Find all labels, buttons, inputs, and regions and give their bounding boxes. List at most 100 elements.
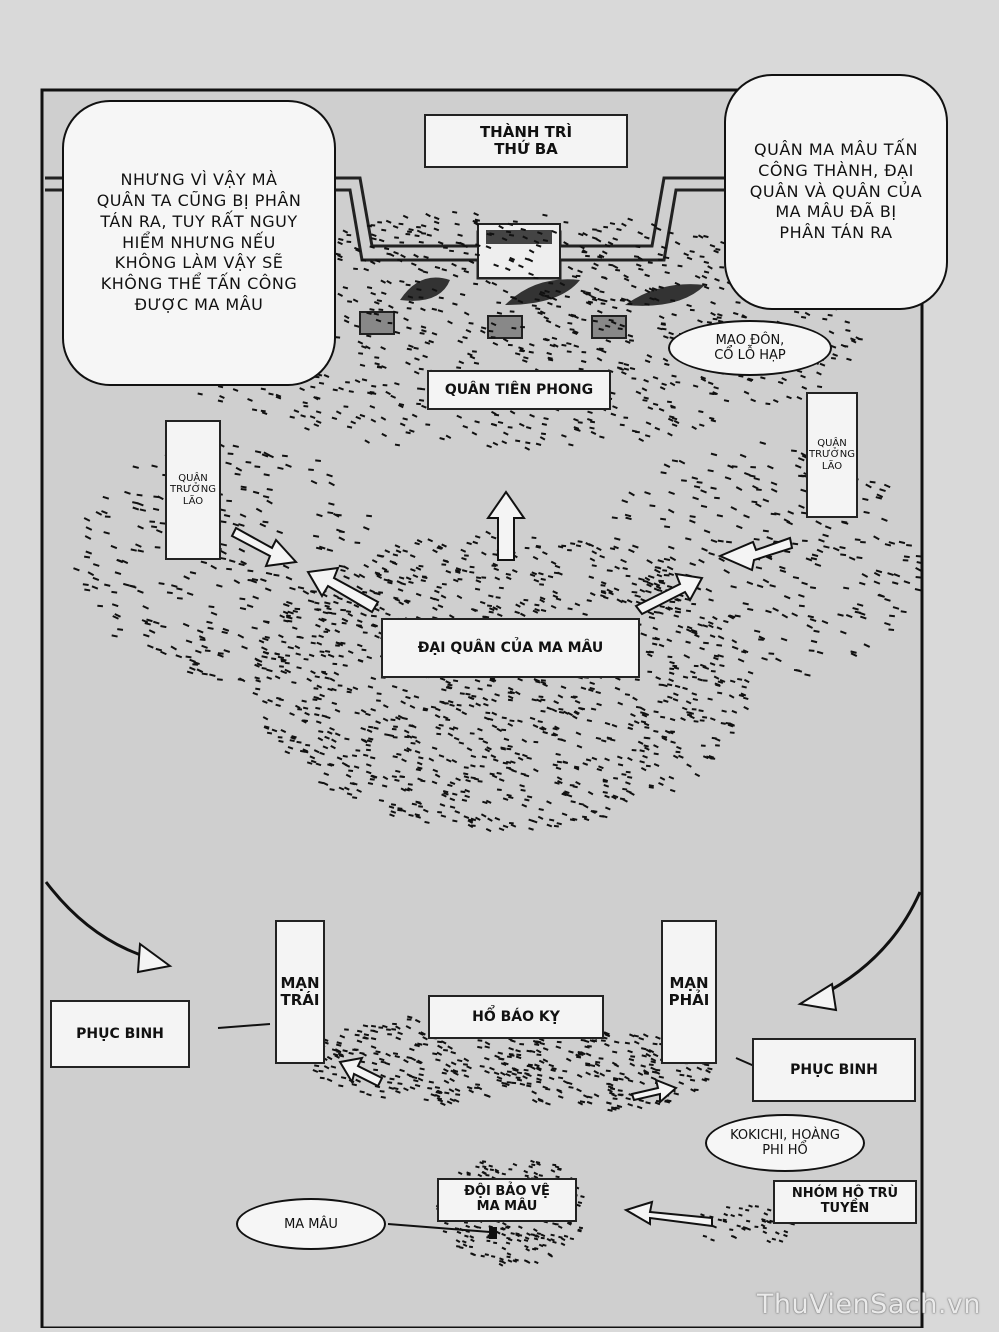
troop-mark [845, 330, 850, 331]
troop-mark [515, 440, 520, 441]
troop-mark [711, 1239, 715, 1240]
troop-mark [458, 579, 463, 580]
troop-mark [264, 474, 270, 475]
elder-left-label: QUÂN TRƯỞNG LÃO [165, 420, 221, 560]
troop-mark [669, 602, 675, 603]
troop-mark [578, 1054, 583, 1055]
troop-mark [774, 513, 780, 514]
troop-mark [667, 402, 672, 403]
troop-mark [517, 720, 522, 721]
troop-mark [663, 700, 668, 701]
troop-mark [692, 677, 697, 678]
troop-mark [704, 262, 709, 263]
troop-mark [439, 298, 444, 299]
troop-mark [690, 251, 695, 252]
troop-mark [548, 576, 553, 577]
troop-mark [313, 699, 318, 700]
elder-right-label: QUÂN TRƯỞNG LÃO [806, 392, 858, 518]
troop-mark [468, 820, 473, 821]
troop-mark [392, 776, 397, 777]
troop-mark [480, 766, 485, 767]
troop-mark [276, 705, 281, 706]
troop-mark [486, 1175, 490, 1176]
bubble-ma-mau: MA MÂU [236, 1198, 386, 1250]
troop-mark [442, 584, 447, 585]
troop-mark [489, 1166, 493, 1167]
troop-mark [658, 701, 663, 702]
troop-mark [864, 512, 870, 513]
troop-mark [507, 795, 512, 796]
troop-mark [367, 287, 372, 288]
troop-mark [590, 1065, 595, 1066]
troop-mark [516, 1050, 521, 1051]
troop-mark [619, 1079, 624, 1080]
troop-mark [464, 253, 469, 254]
troop-mark [658, 254, 663, 255]
troop-mark [352, 1050, 357, 1051]
troop-mark [539, 1175, 543, 1176]
troop-mark [638, 269, 643, 270]
troop-mark [459, 1247, 463, 1248]
troop-mark [316, 609, 321, 610]
troop-mark [654, 612, 659, 613]
troop-mark [536, 1082, 541, 1083]
troop-mark [346, 611, 351, 612]
troop-mark [595, 1062, 600, 1063]
troop-mark [654, 711, 659, 712]
ho-bao-ky-label: HỔ BÁO KỴ [428, 995, 604, 1039]
troop-mark [664, 559, 670, 560]
troop-mark [851, 651, 857, 652]
troop-mark [465, 796, 470, 797]
troop-mark [582, 252, 587, 253]
troop-mark [329, 764, 334, 765]
troop-mark [590, 428, 595, 429]
troop-mark [592, 565, 597, 566]
troop-mark [449, 251, 454, 252]
troop-mark [674, 667, 679, 668]
troop-mark [571, 801, 576, 802]
troop-mark [396, 754, 401, 755]
troop-mark [84, 590, 90, 591]
troop-mark [524, 1240, 528, 1241]
troop-mark [536, 444, 541, 445]
troop-mark [373, 1053, 378, 1054]
troop-mark [676, 1070, 681, 1071]
troop-mark [697, 482, 703, 483]
troop-mark [444, 1092, 449, 1093]
troop-mark [698, 679, 703, 680]
troop-mark [262, 668, 267, 669]
troop-mark [466, 694, 471, 695]
troop-mark [510, 1055, 515, 1056]
troop-mark [664, 257, 669, 258]
troop-mark [208, 628, 214, 629]
troop-mark [649, 787, 654, 788]
troop-mark [255, 451, 261, 452]
troop-mark [733, 313, 738, 314]
troop-mark [609, 320, 614, 321]
troop-mark [675, 382, 680, 383]
troop-mark [672, 376, 677, 377]
troop-mark [846, 359, 851, 360]
troop-mark [339, 656, 344, 657]
troop-mark [327, 608, 332, 609]
bubble-mao-don: MẠO ĐÔN, CỔ LỖ HẠP [668, 320, 832, 376]
troop-mark [319, 383, 324, 384]
troop-mark [325, 606, 330, 607]
troop-mark [723, 621, 728, 622]
troop-mark [465, 687, 470, 688]
troop-mark [384, 248, 389, 249]
troop-mark [437, 587, 442, 588]
troop-mark [659, 582, 665, 583]
troop-mark [506, 1243, 510, 1244]
troop-mark [687, 715, 692, 716]
troop-mark [779, 1240, 783, 1241]
troop-mark [651, 1061, 656, 1062]
troop-mark [543, 732, 548, 733]
troop-mark [711, 488, 717, 489]
left-flank-label: MẠN TRÁI [275, 920, 325, 1064]
troop-mark [497, 1080, 502, 1081]
troop-mark [568, 444, 573, 445]
troop-mark [607, 570, 613, 571]
troop-mark [255, 689, 260, 690]
speech-bubble-right: QUÂN MA MÂU TẤN CÔNG THÀNH, ĐẠI QUÂN VÀ … [724, 74, 948, 310]
